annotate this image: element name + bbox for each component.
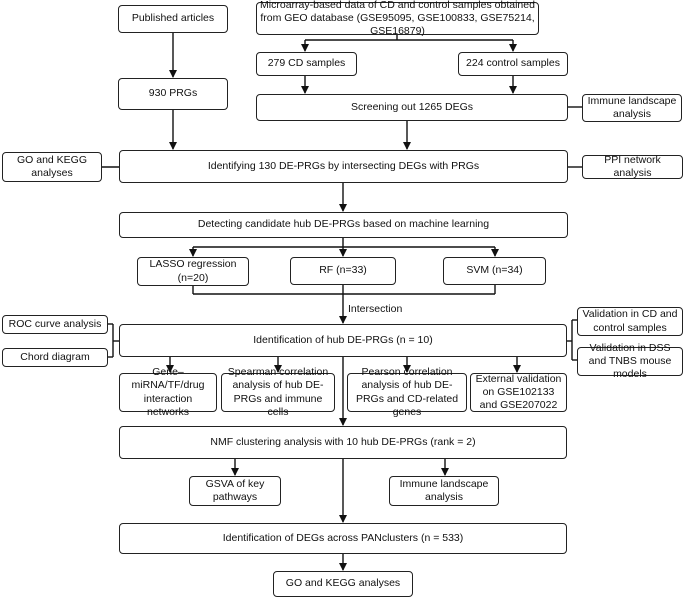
spearman-box: Spearman correlation analysis of hub DE-… — [221, 366, 335, 418]
published-articles-box: Published articles — [118, 5, 228, 33]
de-prgs-box: Identifying 130 DE-PRGs by intersecting … — [119, 150, 568, 183]
validation-cd-box: Validation in CD and control samples — [577, 307, 683, 336]
nmf-clustering-text: NMF clustering analysis with 10 hub DE-P… — [210, 435, 476, 448]
gene-network-text: Gene–miRNA/TF/drug interaction networks — [131, 366, 205, 418]
immune-landscape-text-2: Immune landscape analysis — [399, 477, 489, 503]
external-validation-box: External validation on GSE102133 and GSE… — [470, 373, 567, 412]
degs-box: Screening out 1265 DEGs — [256, 94, 568, 121]
nmf-clustering-box: NMF clustering analysis with 10 hub DE-P… — [119, 426, 567, 459]
lasso-box: LASSO regression (n=20) — [137, 257, 249, 286]
pearson-box: Pearson correlation analysis of hub DE-P… — [347, 366, 467, 418]
published-articles-text: Published articles — [131, 12, 215, 25]
chord-diagram-text: Chord diagram — [20, 350, 90, 363]
prgs-box: 930 PRGs — [118, 78, 228, 110]
degs-panclusters-text: Identification of DEGs across PANcluster… — [222, 531, 464, 544]
roc-curve-box: ROC curve analysis — [2, 315, 108, 334]
microarray-data-box: Microarray-based data of CD and control … — [256, 0, 539, 38]
intersection-label: Intersection — [348, 303, 403, 315]
external-validation-text: External validation on GSE102133 and GSE… — [475, 372, 562, 412]
gsva-box: GSVA of key pathways — [189, 476, 281, 506]
spearman-text: Spearman correlation analysis of hub DE-… — [227, 366, 329, 418]
control-samples-box: 224 control samples — [458, 52, 568, 76]
go-kegg-text-2: GO and KEGG analyses — [285, 577, 401, 590]
validation-cd-text: Validation in CD and control samples — [582, 308, 678, 334]
roc-curve-text: ROC curve analysis — [8, 317, 102, 330]
hub-de-prgs-box: Identification of hub DE-PRGs (n = 10) — [119, 324, 567, 357]
ppi-network-text: PPI network analysis — [604, 153, 661, 179]
rf-text: RF (n=33) — [319, 264, 367, 277]
pearson-text: Pearson correlation analysis of hub DE-P… — [355, 366, 459, 418]
chord-diagram-box: Chord diagram — [2, 348, 108, 367]
immune-landscape-box-2: Immune landscape analysis — [389, 476, 499, 506]
go-kegg-box-1: GO and KEGG analyses — [2, 152, 102, 182]
validation-dss-box: Validation in DSS and TNBS mouse models — [577, 342, 683, 380]
degs-panclusters-box: Identification of DEGs across PANcluster… — [119, 523, 567, 554]
svm-text: SVM (n=34) — [466, 264, 523, 277]
machine-learning-box: Detecting candidate hub DE-PRGs based on… — [119, 212, 568, 238]
microarray-data-text: Microarray-based data of CD and control … — [260, 0, 535, 38]
de-prgs-text: Identifying 130 DE-PRGs by intersecting … — [207, 159, 480, 172]
svm-box: SVM (n=34) — [443, 257, 546, 285]
control-samples-text: 224 control samples — [466, 57, 560, 70]
degs-text: Screening out 1265 DEGs — [351, 100, 473, 113]
lasso-text: LASSO regression (n=20) — [149, 258, 237, 284]
gsva-text: GSVA of key pathways — [205, 477, 265, 503]
rf-box: RF (n=33) — [290, 257, 396, 285]
hub-de-prgs-text: Identification of hub DE-PRGs (n = 10) — [253, 333, 433, 346]
gene-network-box: Gene–miRNA/TF/drug interaction networks — [119, 366, 217, 418]
cd-samples-text: 279 CD samples — [267, 57, 346, 70]
ppi-network-box: PPI network analysis — [582, 153, 683, 179]
go-kegg-text-1: GO and KEGG analyses — [16, 153, 88, 179]
prgs-text: 930 PRGs — [148, 87, 198, 100]
cd-samples-box: 279 CD samples — [256, 52, 357, 76]
machine-learning-text: Detecting candidate hub DE-PRGs based on… — [197, 218, 490, 231]
immune-landscape-box-1: Immune landscape analysis — [582, 94, 682, 122]
validation-dss-text: Validation in DSS and TNBS mouse models — [588, 341, 672, 381]
immune-landscape-text-1: Immune landscape analysis — [587, 94, 677, 120]
go-kegg-box-2: GO and KEGG analyses — [273, 571, 413, 597]
